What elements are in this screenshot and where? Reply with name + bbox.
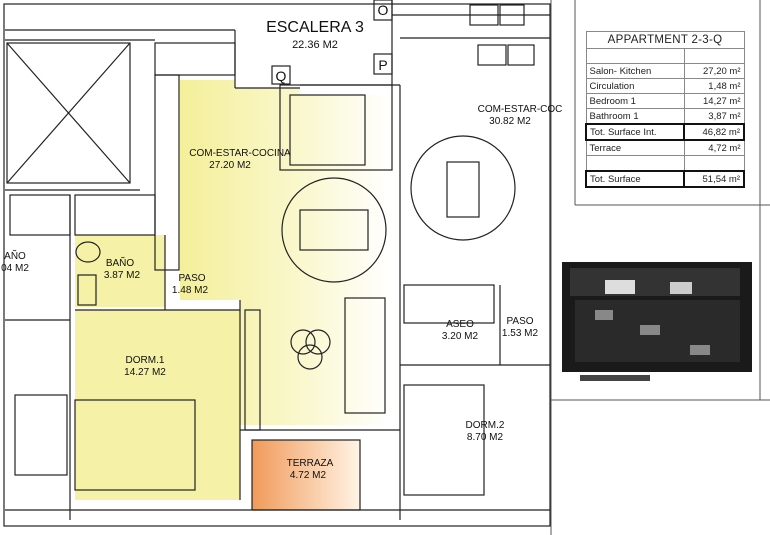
row-label: Bathroom 1 [585,108,685,125]
room-living-area: 27.20 M2 [209,160,251,171]
row-value [683,155,745,172]
marker-o: O [378,2,389,18]
living-room-fill [180,80,390,425]
room-terrace-area: 4.72 M2 [290,470,327,481]
room-living-name: COM-ESTAR-COCINA [189,148,291,159]
walls [3,0,551,527]
bedroom1-fill [75,310,240,500]
room-living2-name: COM-ESTAR-COC [478,104,563,115]
room-paso2-name: PASO [506,316,533,327]
table-row [585,155,745,172]
room-paso-name: PASO [178,273,205,284]
table-row: Tot. Surface Int.46,82 m² [584,123,745,141]
room-dorm2-area: 8.70 M2 [467,432,504,443]
room-dorm1-area: 14.27 M2 [124,367,166,378]
room-escalera-area: 22.36 M2 [292,39,338,51]
room-bathroom-area: 3.87 M2 [104,270,141,281]
row-label: Tot. Surface Int. [584,123,686,141]
room-bathroom-name: BAÑO [106,256,135,269]
row-value: 46,82 m² [683,123,745,141]
row-label: Tot. Surface [584,170,686,188]
building-overview-thumbnail [562,262,752,381]
row-value: 1,48 m² [683,78,745,94]
row-value [683,48,745,64]
room-dorm2-name: DORM.2 [466,420,505,431]
row-value: 27,20 m² [683,63,745,79]
room-labels: ESCALERA 3 22.36 M2 O P Q COM-ESTAR-COCI… [1,2,562,481]
bathroom-fill [75,235,165,307]
room-bathroom-left-name: AÑO [4,249,26,262]
room-bathroom-left-area: 04 M2 [1,263,29,274]
row-label: Salon- Kitchen [585,63,685,79]
table-row [585,48,745,64]
row-value: 3,87 m² [683,108,745,125]
row-value: 51,54 m² [683,170,745,188]
divider-lines [550,0,770,535]
room-aseo-name: ASEO [446,319,474,330]
row-label: Bedroom 1 [585,93,685,109]
terrace-fill [252,440,360,510]
room-aseo-area: 3.20 M2 [442,331,479,342]
row-label: Terrace [585,139,685,156]
row-label [585,48,685,64]
row-label [585,155,685,172]
marker-p: P [378,57,387,73]
marker-q: Q [276,68,287,84]
room-terrace-name: TERRAZA [287,458,334,469]
row-value: 4,72 m² [683,139,745,156]
room-paso-area: 1.48 M2 [172,285,209,296]
row-label: Circulation [585,78,685,94]
room-escalera-name: ESCALERA 3 [266,19,364,36]
table-title: APPARTMENT 2-3-Q [585,31,745,49]
room-living2-area: 30.82 M2 [489,116,531,127]
room-paso2-area: 1.53 M2 [502,328,539,339]
row-value: 14,27 m² [683,93,745,109]
room-dorm1-name: DORM.1 [126,355,165,366]
